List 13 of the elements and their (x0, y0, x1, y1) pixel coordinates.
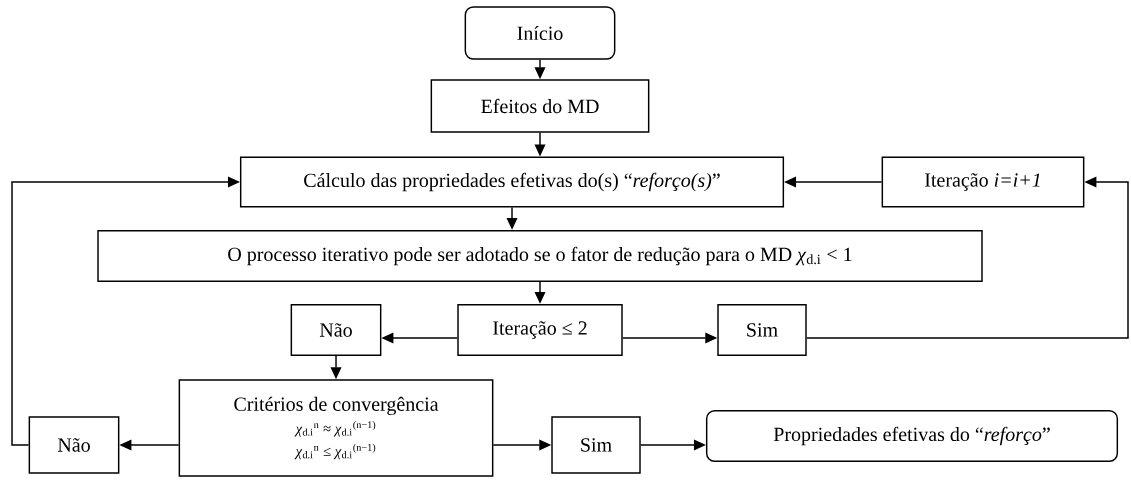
process-box: O processo iterativo pode ser adotado se o fator de redução para o MD χ$_{d.i}$ < 1 (97, 229, 983, 283)
outcome-box: Sim (551, 416, 641, 474)
process-box: Critérios de convergência χ$_{d.i}$$^{n}$ ≈ χ$_{d.i}$(n−1) χ$_{d.i}$$^{n}$ ≤ χ$_{d.i}$(n−1) (178, 379, 494, 477)
process-box: Efeitos do MD (430, 79, 650, 133)
process-box: Iteração ≤ 2 (457, 303, 623, 357)
terminal-box: Propriedades efetivas do “reforço” (705, 409, 1119, 463)
outcome-box: Não (28, 416, 120, 474)
process-box: Iteração i=i+1 (881, 156, 1085, 208)
process-box: Cálculo das propriedades efetivas do(s) “reforço(s)” (239, 156, 785, 208)
arrow (806, 176, 1129, 339)
outcome-box: Não (290, 303, 382, 357)
terminal-box: Início (464, 6, 616, 60)
outcome-box: Sim (717, 303, 807, 357)
